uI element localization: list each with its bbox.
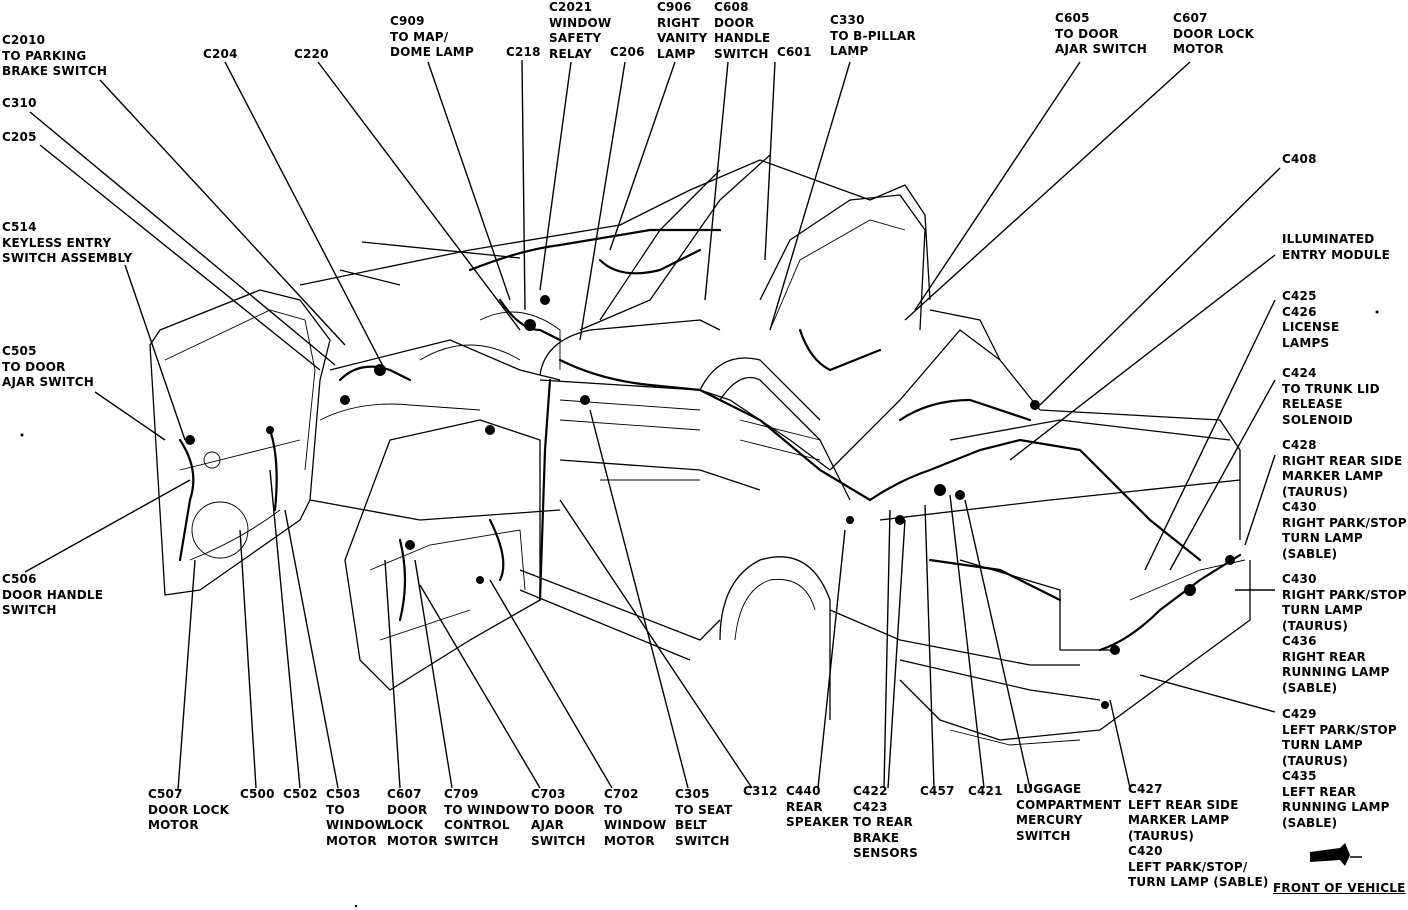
label-c428: C428 RIGHT REAR SIDE MARKER LAMP (TAURUS… <box>1282 438 1407 561</box>
label-c310: C310 <box>2 96 37 110</box>
label-c218: C218 <box>506 45 541 59</box>
label-c702: C702 TO WINDOW MOTOR <box>604 787 667 848</box>
vehicle-body-drawing <box>149 154 1251 746</box>
label-c605: C605 TO DOOR AJAR SWITCH <box>1055 11 1148 56</box>
label-c457: C457 <box>920 784 955 798</box>
front-of-vehicle-label: FRONT OF VEHICLE <box>1273 881 1406 895</box>
label-c507: C507 DOOR LOCK MOTOR <box>148 787 230 832</box>
connectors <box>185 295 1235 709</box>
label-c2021: C2021 WINDOW SAFETY RELAY <box>549 0 612 61</box>
label-c206: C206 <box>610 45 645 59</box>
label-c330: C330 TO B-PILLAR LAMP <box>830 13 916 58</box>
label-c305: C305 TO SEAT BELT SWITCH <box>675 787 733 848</box>
label-illuminated-entry: ILLUMINATED ENTRY MODULE <box>1282 232 1390 262</box>
label-c503: C503 TO WINDOW MOTOR <box>326 787 389 848</box>
label-c709: C709 TO WINDOW CONTROL SWITCH <box>444 787 530 848</box>
label-c429: C429 LEFT PARK/STOP TURN LAMP (TAURUS) C… <box>1282 707 1397 830</box>
label-c500: C500 <box>240 787 275 801</box>
label-c205: C205 <box>2 130 37 144</box>
label-c514: C514 KEYLESS ENTRY SWITCH ASSEMBLY <box>2 220 133 265</box>
label-c424: C424 TO TRUNK LID RELEASE SOLENOID <box>1282 366 1380 427</box>
label-c506: C506 DOOR HANDLE SWITCH <box>2 572 104 617</box>
label-c430: C430 RIGHT PARK/STOP TURN LAMP (TAURUS) … <box>1282 572 1407 695</box>
leader-lines <box>24 59 1281 791</box>
label-c425: C425 C426 LICENSE LAMPS <box>1282 289 1340 350</box>
label-c2010: C2010 TO PARKING BRAKE SWITCH <box>2 33 108 78</box>
label-c408: C408 <box>1282 152 1317 166</box>
label-c607-top: C607 DOOR LOCK MOTOR <box>1173 11 1255 56</box>
label-c427: C427 LEFT REAR SIDE MARKER LAMP (TAURUS)… <box>1128 782 1269 889</box>
label-c608: C608 DOOR HANDLE SWITCH <box>714 0 771 61</box>
wiring-harness <box>178 228 1242 652</box>
label-c703: C703 TO DOOR AJAR SWITCH <box>531 787 595 848</box>
label-c312: C312 <box>743 784 778 798</box>
label-c909: C909 TO MAP/ DOME LAMP <box>390 14 474 59</box>
label-c220: C220 <box>294 47 329 61</box>
label-c502: C502 <box>283 787 318 801</box>
label-c421: C421 <box>968 784 1003 798</box>
label-c906: C906 RIGHT VANITY LAMP <box>657 0 708 61</box>
label-c607-bottom: C607 DOOR LOCK MOTOR <box>387 787 438 848</box>
label-c440: C440 REAR SPEAKER <box>786 784 850 829</box>
label-luggage-switch: LUGGAGE COMPARTMENT MERCURY SWITCH <box>1016 782 1122 843</box>
label-c601: C601 <box>777 45 812 59</box>
label-c204: C204 <box>203 47 238 61</box>
label-c505: C505 TO DOOR AJAR SWITCH <box>2 344 95 389</box>
front-of-vehicle-arrow-icon <box>1310 843 1362 866</box>
label-c422: C422 C423 TO REAR BRAKE SENSORS <box>853 784 919 860</box>
